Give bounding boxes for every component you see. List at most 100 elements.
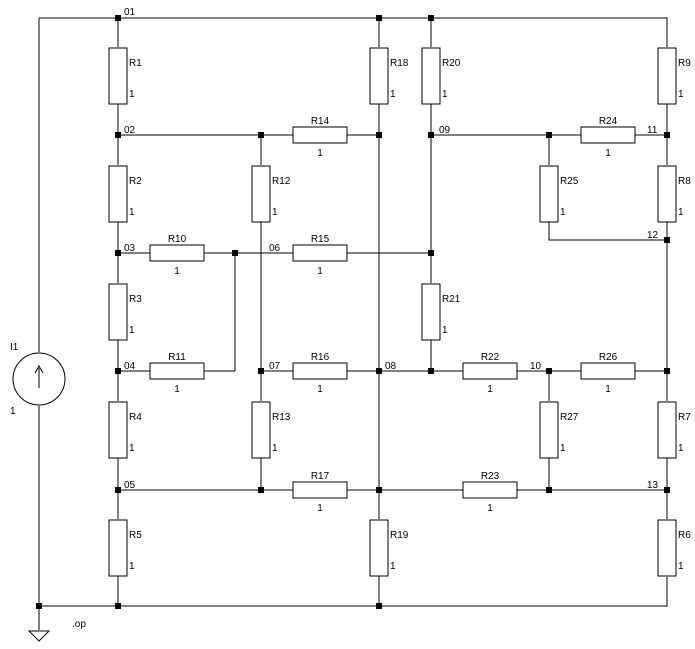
resistor-name-label: R5 [129,530,142,541]
resistor-value-label: 1 [129,443,135,454]
resistor-name-label: R22 [481,352,500,363]
junction-dot [428,15,434,21]
resistor-r23: R23 1 [462,471,518,514]
resistor-value-label: 1 [678,443,684,454]
resistor-r7: R7 1 [657,401,691,459]
resistor-name-label: R20 [442,58,461,69]
node-label-11: 11 [647,125,658,136]
node-label-03: 03 [124,243,136,254]
ground-icon [27,630,51,642]
resistor-name-label: R14 [311,116,330,127]
resistor-name-label: R12 [272,176,291,187]
junction-dot [664,368,670,374]
junction-dot [115,368,121,374]
node-label-13: 13 [647,480,659,491]
resistor-name-label: R10 [168,234,187,245]
junction-dot [664,487,670,493]
resistor-name-label: R15 [311,234,330,245]
junction-dot [376,132,382,138]
resistor-body [369,519,389,577]
resistor-r20: R20 1 [421,47,461,105]
resistor-r3: R31 [108,283,142,341]
junction-dot [546,368,552,374]
resistor-name-label: R11 [168,352,186,363]
node-label-09: 09 [439,125,451,136]
resistor-name-label: R13 [272,412,291,423]
resistor-r9: R91 [657,47,691,105]
resistor-body [149,244,205,262]
resistor-body [657,165,677,223]
resistor-body [108,519,128,577]
resistor-name-label: R16 [311,352,330,363]
resistor-name-label: R26 [599,352,618,363]
junction-dot [115,603,121,609]
resistor-name-label: R6 [678,530,691,541]
junction-dot [258,132,264,138]
node-label-02: 02 [124,125,136,136]
node-label-07: 07 [269,361,281,372]
junction-dot [546,487,552,493]
resistor-value-label: 1 [390,561,396,572]
junction-dot [376,15,382,21]
resistor-body [462,362,518,380]
resistor-value-label: 1 [129,325,135,336]
resistor-body [292,362,348,380]
resistor-value-label: 1 [487,384,493,395]
resistor-r1: R11 [108,47,142,105]
resistor-body [292,481,348,499]
resistor-value-label: 1 [174,266,180,277]
resistor-r6: R6 1 [657,519,691,577]
resistor-name-label: R7 [678,412,691,423]
resistor-name-label: R24 [599,116,618,127]
junction-dot [376,603,382,609]
resistor-body [108,165,128,223]
junction-dot [115,487,121,493]
resistor-value-label: 1 [678,207,684,218]
resistor-body [462,481,518,499]
junction-dot [664,237,670,243]
resistor-value-label: 1 [129,561,135,572]
resistor-value-label: 1 [317,148,323,159]
resistor-body [580,126,636,144]
resistor-name-label: R1 [129,58,142,69]
junction-dot [428,368,434,374]
resistor-body [421,47,441,105]
junction-dot [664,132,670,138]
resistor-r17: R17 1 [292,471,348,514]
resistor-value-label: 1 [317,503,323,514]
resistor-value-label: 1 [560,207,566,218]
node-label-06: 06 [269,243,281,254]
resistor-r4: R41 [108,401,142,459]
source-value-label: 1 [10,406,16,417]
resistor-value-label: 1 [442,89,448,100]
source-name-label: I1 [10,342,19,353]
resistor-body [108,47,128,105]
resistor-r5: R5 1 [108,519,142,577]
resistor-r14: R14 1 [292,116,348,159]
resistor-name-label: R21 [442,294,461,305]
resistor-name-label: R17 [311,471,330,482]
resistor-r2: R21 [108,165,142,223]
resistor-body [292,244,348,262]
resistors: R11R21R31R41R51R61R71R81R91R101R111R121R… [108,47,691,577]
resistor-name-label: R2 [129,176,142,187]
junction-dot [258,487,264,493]
resistor-value-label: 1 [487,503,493,514]
resistor-body [369,47,389,105]
resistor-body [539,165,559,223]
resistor-value-label: 1 [678,89,684,100]
resistor-name-label: R23 [481,471,500,482]
junction-dot [376,487,382,493]
resistor-body [657,401,677,459]
junction-dot [428,250,434,256]
resistor-name-label: R18 [390,58,409,69]
resistor-name-label: R25 [560,176,579,187]
resistor-value-label: 1 [678,561,684,572]
